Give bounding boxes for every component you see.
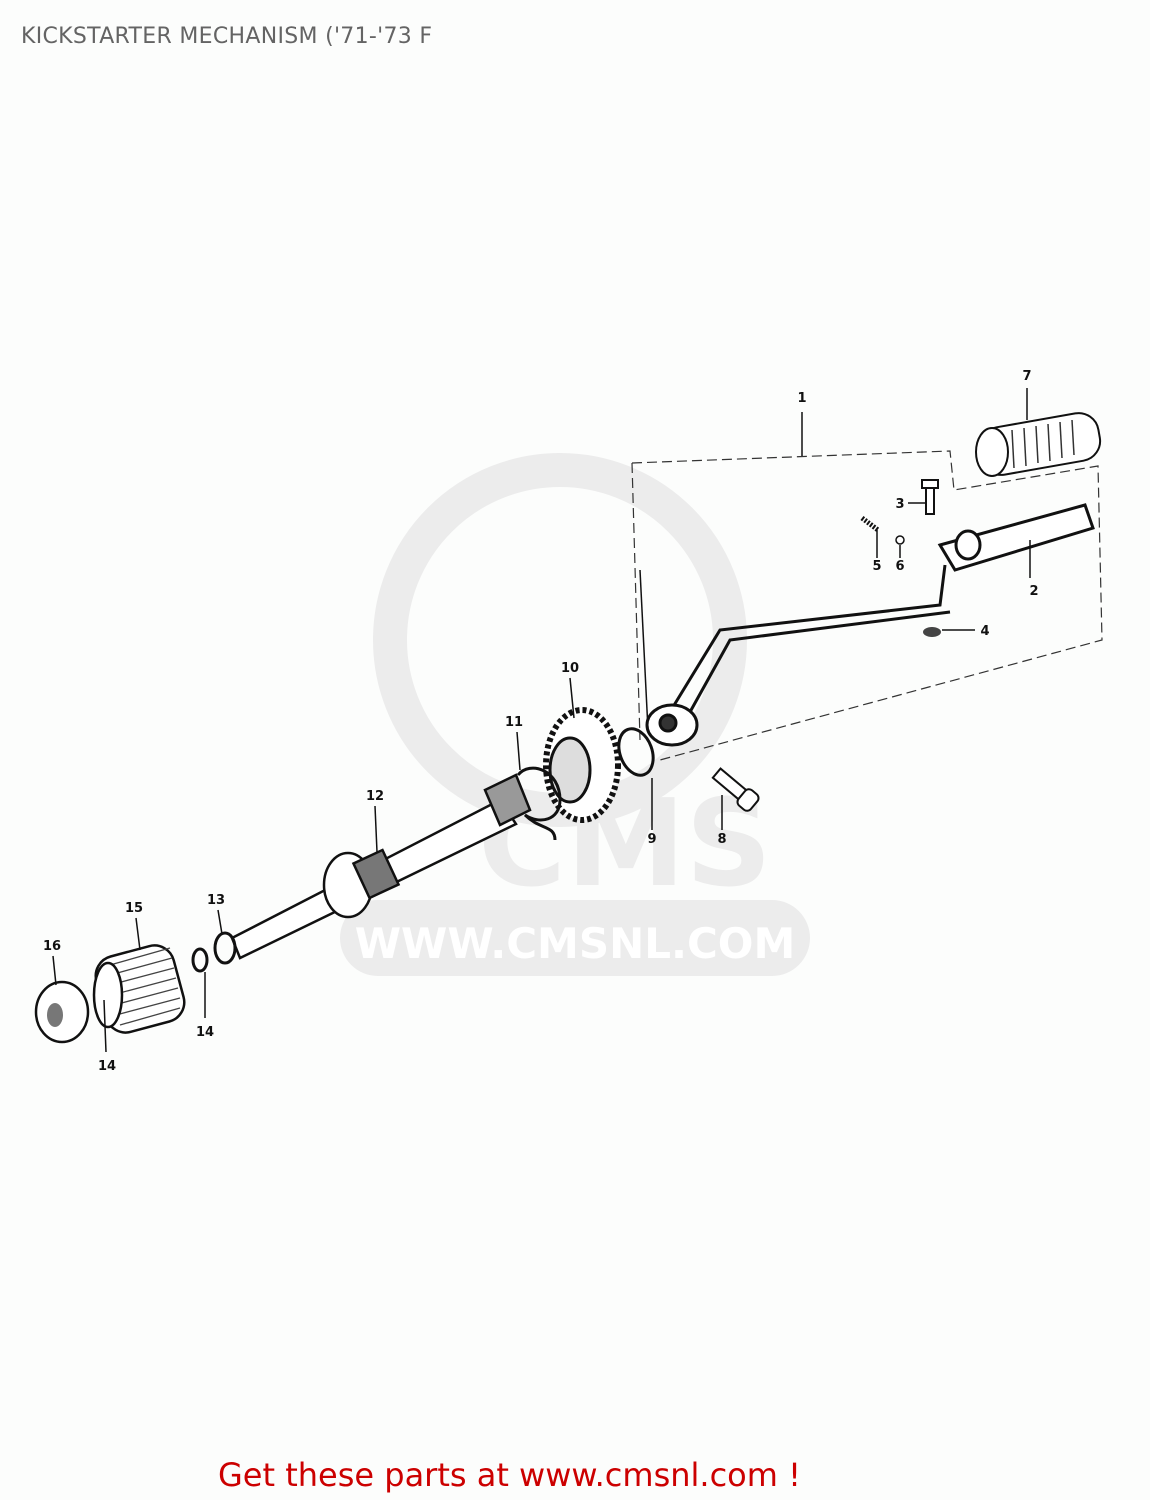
watermark-logo-text: CMS — [478, 775, 772, 914]
part-label-5: 5 — [872, 559, 881, 574]
part-label-15: 15 — [125, 901, 143, 916]
part-label-14b: 14 — [98, 1059, 116, 1074]
kick-arm — [645, 503, 1095, 747]
part-label-13: 13 — [207, 893, 225, 908]
part-label-1: 1 — [797, 391, 806, 406]
part-label-3: 3 — [895, 497, 904, 512]
return-spring — [92, 944, 186, 1034]
bolt — [711, 767, 760, 812]
part-label-12: 12 — [366, 789, 384, 804]
promo-link[interactable]: Get these parts at www.cmsnl.com ! — [218, 1456, 801, 1494]
cms-watermark: CMS WWW.CMSNL.COM — [340, 453, 810, 976]
part-label-8: 8 — [717, 832, 726, 847]
part-labels: 1 2 3 4 5 6 7 8 9 10 11 12 13 14 14 15 1… — [43, 369, 1039, 1074]
part-label-16: 16 — [43, 939, 61, 954]
part-label-6: 6 — [895, 559, 904, 574]
diagram-title: KICKSTARTER MECHANISM ('71-'73 F — [21, 24, 433, 49]
part-label-4: 4 — [980, 624, 989, 639]
part-label-10: 10 — [561, 661, 579, 676]
assembly-bracket — [631, 450, 1103, 761]
kickstarter-spindle — [230, 773, 532, 960]
watermark-url-text: WWW.CMSNL.COM — [355, 919, 796, 968]
part-label-14a: 14 — [196, 1025, 214, 1040]
part-label-7: 7 — [1022, 369, 1031, 384]
part-label-11: 11 — [505, 715, 523, 730]
part-label-9: 9 — [647, 832, 656, 847]
kick-gear — [543, 707, 621, 823]
kick-rubber — [975, 412, 1102, 477]
part-label-2: 2 — [1029, 584, 1038, 599]
